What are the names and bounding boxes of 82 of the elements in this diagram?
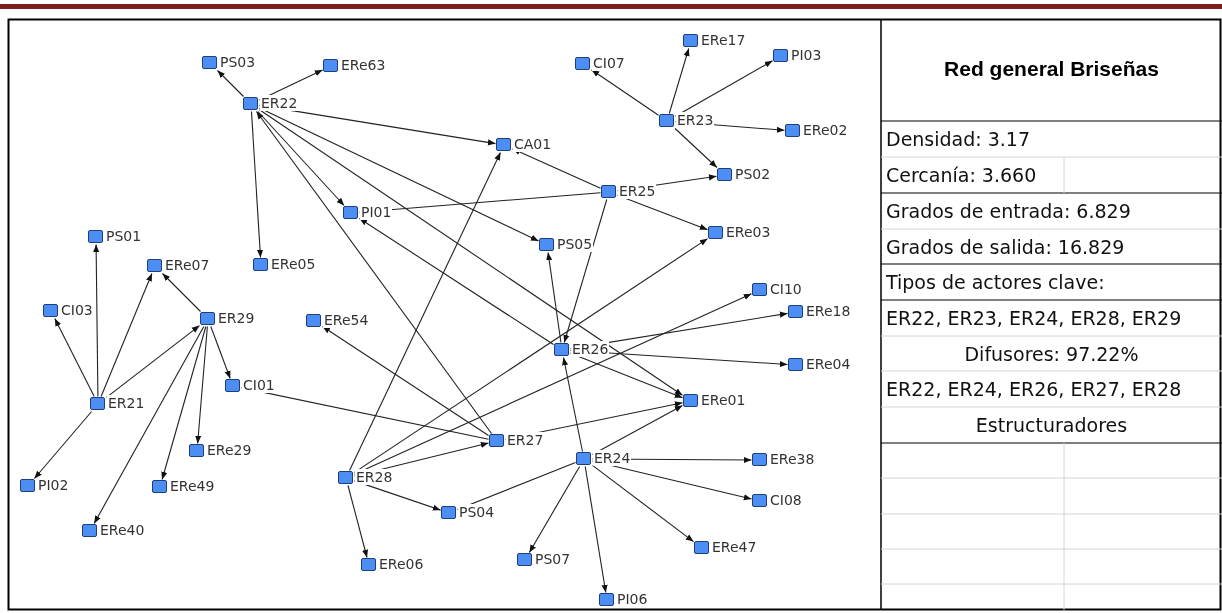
node-label: ER28 [355,469,394,485]
arrow [562,356,584,453]
arrow [528,465,581,554]
node-label: ERe63 [340,57,387,73]
node-label: ER21 [107,395,146,411]
arrow [258,107,540,242]
node-label: ER23 [676,112,715,128]
table-cell-text: Densidad: 3.17 [886,129,1031,149]
node-label: ER25 [618,183,657,199]
node-label: CI01 [242,377,276,393]
node-label: ER22 [260,95,299,111]
node-label: ERe18 [805,303,852,319]
arrow [216,69,245,98]
node-label: ERe54 [323,312,370,328]
arrow [674,127,718,169]
node-label: PI06 [616,591,649,607]
node-label: PS07 [534,551,572,567]
arrow [258,109,684,396]
arrow [358,217,555,346]
table-cell-text: ER22, ER23, ER24, ER28, ER29 [886,308,1182,328]
arrow [195,325,208,445]
node-label: ERe47 [711,539,758,555]
arrow [591,464,695,543]
table-cell-text: Grados de entrada: 6.829 [886,201,1131,221]
node-label: ERe06 [378,556,425,572]
node-label: PS02 [734,166,772,182]
arrow [210,325,231,380]
node-label: ERe01 [700,392,747,408]
node-label: CI08 [769,492,803,508]
node-label: PS01 [105,228,143,244]
node-label: ERe03 [725,224,772,240]
arrow [668,47,690,115]
table-cell-text: Grados de salida: 16.829 [886,237,1125,257]
arrow [546,251,562,344]
node-label: ERe38 [769,451,816,467]
table-cell-text: Tipos de actores clave: [886,272,1105,292]
arrow [584,465,608,594]
node-label: ERe05 [270,256,317,272]
arrow [161,325,207,481]
table-cell-text: ER22, ER24, ER26, ER27, ER28 [886,379,1182,399]
arrow [250,110,264,259]
node-label: ERe40 [99,522,146,538]
node-label: ERe04 [805,356,852,372]
node-label: ER26 [571,341,610,357]
node-label: PS05 [556,236,594,252]
arrow [563,198,608,344]
arrow [349,151,501,472]
node-label: ER29 [217,310,256,326]
arrow [590,69,660,116]
table-cell-text: Difusores: 97.22% [963,344,1140,364]
node-label: ERe07 [164,257,211,273]
arrow [255,110,493,435]
node-label: CI03 [60,302,94,318]
node-label: PI03 [790,47,823,63]
node-label: ER27 [506,432,545,448]
node-label: CI07 [592,55,626,71]
table-cell-text: Estructuradores [974,415,1129,435]
node-label: PI02 [37,477,70,493]
table-title: Red general Briseñas [943,57,1160,81]
arrow [100,272,153,398]
arrow [569,352,684,399]
node-label: PS04 [458,504,496,520]
arrow [93,325,205,525]
arrow [161,272,202,313]
arrow [93,243,100,398]
node-label: ERe02 [802,122,849,138]
arrow [33,410,93,480]
node-label: ERe49 [169,478,216,494]
table-cell-text: Cercanía: 3.660 [886,165,1037,185]
arrow [616,194,709,231]
node-label: CA01 [513,136,553,152]
arrow [54,317,95,398]
arrow [257,110,345,207]
connector-line [456,461,577,511]
node-label: PI01 [360,204,393,220]
node-label: CI10 [769,281,803,297]
node-label: ERe17 [700,32,747,48]
node-label: ER24 [593,450,632,466]
node-label: PS03 [219,54,257,70]
arrow [347,484,369,559]
arrow [321,326,490,436]
node-label: ERe29 [206,442,253,458]
